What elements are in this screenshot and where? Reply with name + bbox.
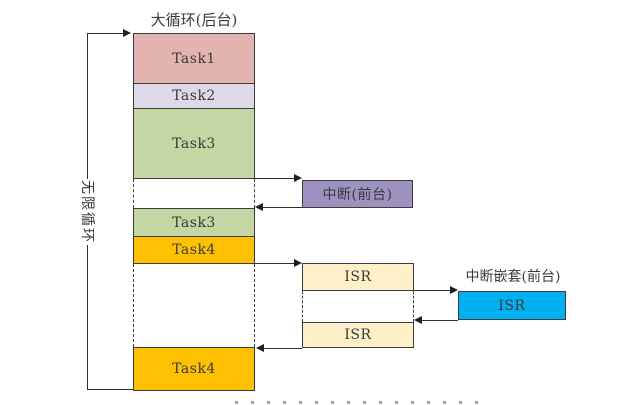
- isr-first-box: ISR: [302, 263, 414, 291]
- task4-resume-box: Task4: [133, 347, 255, 391]
- task1-box: Task1: [133, 33, 255, 84]
- arrow-task4-to-isr-head-icon: [294, 259, 302, 267]
- arrow-interrupt-return-head-icon: [255, 203, 263, 211]
- gap2-dashed-left: [133, 264, 134, 347]
- isr-gap-dashed-left: [302, 291, 303, 322]
- arrow-isr-to-nested-head-icon: [450, 286, 458, 294]
- task4-box: Task4: [133, 236, 255, 264]
- loop-line-bottom: [87, 389, 133, 390]
- task3-resume-box: Task3: [133, 208, 255, 237]
- arrow-interrupt-return-line: [260, 207, 302, 208]
- gap2-dashed-right: [254, 264, 255, 347]
- isr-gap-dashed-right: [413, 291, 414, 322]
- nested-interrupt-title: 中断嵌套(前台): [465, 269, 561, 285]
- cropped-caption-fragment: [235, 401, 480, 404]
- interrupt-box: 中断(前台): [302, 180, 413, 208]
- arrow-task3-to-interrupt-line: [255, 178, 296, 179]
- arrow-task3-to-interrupt-head-icon: [294, 174, 302, 182]
- loop-line-top: [87, 33, 125, 34]
- loop-arrowhead-icon: [123, 29, 131, 37]
- infinite-loop-label: 无限循环: [75, 179, 101, 245]
- arrow-isr-return-head-icon: [256, 344, 264, 352]
- arrow-isr-return-line: [261, 348, 302, 349]
- isr-second-box: ISR: [302, 322, 414, 348]
- arrow-isr-to-nested-line: [414, 290, 451, 291]
- arrow-task4-to-isr-line: [255, 263, 295, 264]
- arrow-nested-return-line: [419, 320, 458, 321]
- task3-box: Task3: [133, 108, 255, 179]
- gap1-dashed-right: [254, 179, 255, 208]
- gap1-dashed-left: [133, 179, 134, 208]
- main-loop-title: 大循环(后台): [150, 11, 238, 29]
- arrow-nested-return-head-icon: [414, 316, 422, 324]
- task2-box: Task2: [133, 83, 255, 109]
- nested-isr-box: ISR: [458, 291, 566, 320]
